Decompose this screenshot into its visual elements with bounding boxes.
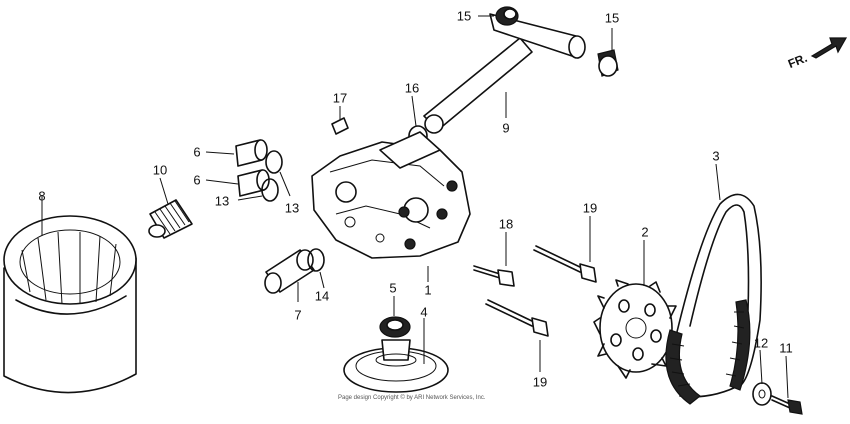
part-9-oil-pipe bbox=[423, 13, 586, 134]
callout-13-left: 13 bbox=[214, 193, 230, 209]
part-15-seal-left bbox=[495, 6, 519, 26]
callout-19-upper: 19 bbox=[582, 200, 598, 216]
part-7-joint bbox=[264, 249, 315, 294]
callout-7: 7 bbox=[294, 307, 302, 323]
callout-11: 11 bbox=[779, 340, 793, 356]
callout-9: 9 bbox=[502, 120, 510, 136]
callout-17: 17 bbox=[332, 90, 348, 106]
part-1-oil-pump bbox=[311, 131, 471, 259]
part-10-threaded-joint bbox=[148, 199, 193, 239]
callout-19-lower: 19 bbox=[532, 374, 548, 390]
callout-5: 5 bbox=[389, 280, 397, 296]
part-11-bolt bbox=[771, 395, 803, 415]
part-15-seal-right bbox=[597, 49, 619, 77]
part-5-seal bbox=[379, 316, 411, 338]
callout-4: 4 bbox=[420, 304, 428, 320]
part-4-strainer bbox=[343, 339, 449, 393]
callout-6-lower: 6 bbox=[193, 172, 201, 188]
part-13-o-rings bbox=[261, 150, 283, 202]
part-8-oil-filter bbox=[3, 215, 137, 394]
callout-16: 16 bbox=[404, 80, 420, 96]
callout-15-right: 15 bbox=[604, 10, 620, 26]
callout-6-upper: 6 bbox=[193, 144, 201, 160]
part-19-bolt-lower bbox=[485, 299, 549, 337]
callout-10: 10 bbox=[152, 162, 168, 178]
callout-1: 1 bbox=[424, 282, 432, 298]
part-3-chain bbox=[665, 193, 762, 405]
part-17-dowel-pin bbox=[331, 117, 349, 135]
callout-14: 14 bbox=[314, 288, 330, 304]
callout-13-right: 13 bbox=[284, 200, 300, 216]
part-18-bolt bbox=[473, 265, 515, 287]
callout-18: 18 bbox=[498, 216, 514, 232]
part-6-collar-lower bbox=[237, 169, 270, 197]
copyright-notice: Page design Copyright © by ARI Network S… bbox=[338, 395, 486, 401]
part-6-collar-upper bbox=[235, 139, 268, 167]
callout-2: 2 bbox=[641, 224, 649, 240]
part-12-washer bbox=[752, 382, 772, 406]
leader-lines bbox=[41, 15, 789, 399]
front-direction-arrow-icon bbox=[810, 37, 848, 59]
part-14-o-ring bbox=[307, 248, 325, 272]
part-2-sprocket bbox=[593, 279, 681, 379]
callout-12: 12 bbox=[753, 335, 769, 351]
callout-15-left: 15 bbox=[456, 8, 472, 24]
part-19-bolt-upper bbox=[533, 245, 597, 283]
callout-3: 3 bbox=[712, 148, 720, 164]
callout-8: 8 bbox=[38, 188, 46, 204]
